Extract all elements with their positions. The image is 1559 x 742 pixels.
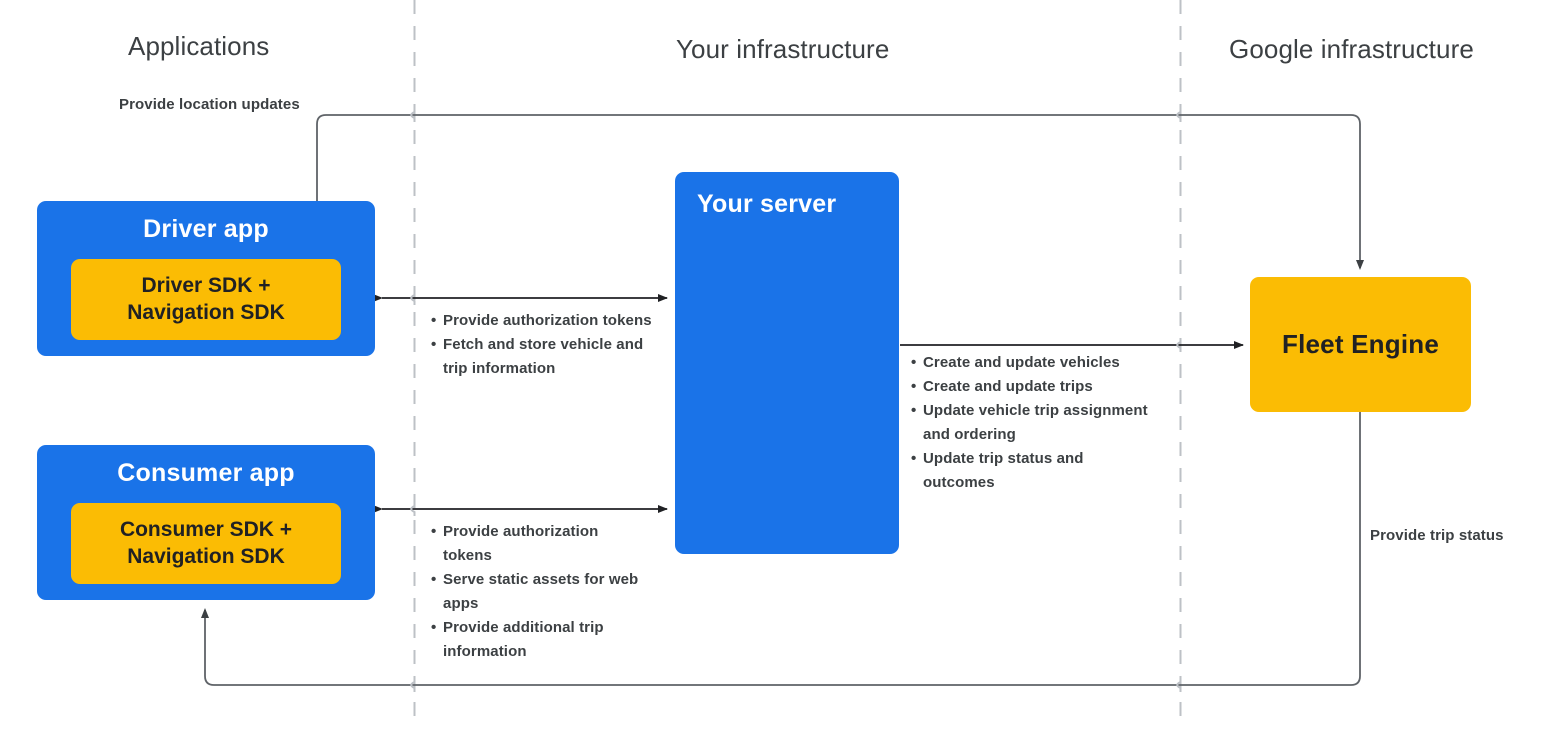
- column-header-your-infrastructure: Your infrastructure: [676, 34, 890, 64]
- flow-label-provide-trip-status: Provide trip status: [1370, 527, 1504, 544]
- flow-items-server-fleet: Create and update vehicles Create and up…: [911, 351, 1159, 495]
- node-driver-sdk[interactable]: Driver SDK + Navigation SDK: [71, 259, 341, 340]
- flow-items-consumer-server: Provide authorization tokens Serve stati…: [431, 520, 641, 664]
- column-header-google-infrastructure: Google infrastructure: [1229, 34, 1474, 64]
- driver-app-title: Driver app: [143, 215, 269, 243]
- list-item: Provide additional trip information: [431, 616, 641, 664]
- flow-label-provide-location-updates: Provide location updates: [119, 96, 300, 113]
- list-item: Create and update vehicles: [911, 351, 1159, 375]
- column-header-applications: Applications: [128, 31, 270, 61]
- list-item: Update vehicle trip assignment and order…: [911, 399, 1159, 447]
- list-item: Serve static assets for web apps: [431, 568, 641, 616]
- node-consumer-sdk[interactable]: Consumer SDK + Navigation SDK: [71, 503, 341, 584]
- list-item: Fetch and store vehicle and trip informa…: [431, 333, 657, 381]
- node-consumer-app[interactable]: Consumer app Consumer SDK + Navigation S…: [37, 445, 375, 600]
- list-item: Provide authorization tokens: [431, 520, 641, 568]
- list-item: Create and update trips: [911, 375, 1159, 399]
- node-your-server[interactable]: Your server: [675, 172, 899, 554]
- your-server-title: Your server: [697, 190, 837, 218]
- flow-items-driver-server: Provide authorization tokens Fetch and s…: [431, 309, 657, 381]
- node-fleet-engine[interactable]: Fleet Engine: [1250, 277, 1471, 412]
- node-driver-app[interactable]: Driver app Driver SDK + Navigation SDK: [37, 201, 375, 356]
- list-item: Provide authorization tokens: [431, 309, 657, 333]
- consumer-app-title: Consumer app: [117, 459, 295, 487]
- list-item: Update trip status and outcomes: [911, 447, 1159, 495]
